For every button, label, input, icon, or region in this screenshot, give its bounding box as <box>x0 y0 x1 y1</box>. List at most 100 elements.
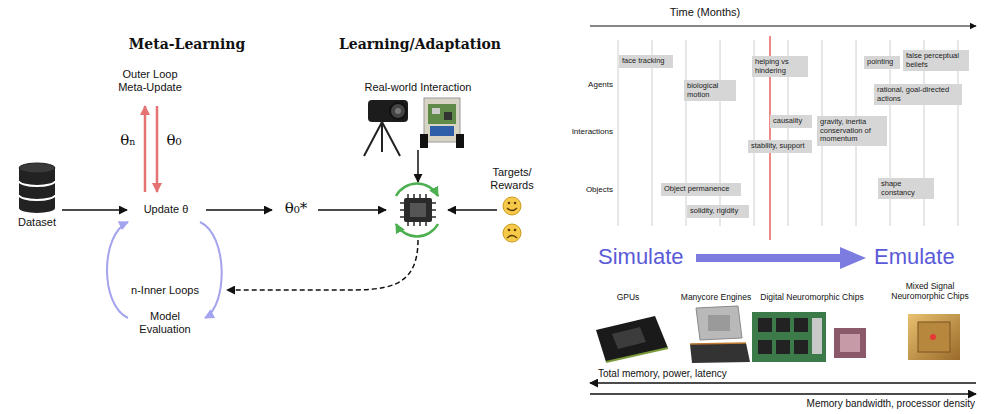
robot-icon <box>430 126 454 136</box>
reward-smiley <box>503 197 521 242</box>
database-icon <box>19 195 55 200</box>
chip-icon <box>404 198 432 222</box>
gpu-picture <box>596 316 668 362</box>
flow-arrow <box>417 150 419 182</box>
manycore-picture <box>690 343 750 363</box>
meta-update-arrow <box>145 106 157 192</box>
parameter-symbol: θ₀* <box>276 199 316 217</box>
month-gridline <box>618 40 619 226</box>
digital-neuromorphic-picture <box>776 340 790 354</box>
progression-arrow <box>696 247 866 269</box>
reward-smiley <box>503 224 521 242</box>
flow-arrow <box>448 209 497 211</box>
camera-icon <box>381 122 383 152</box>
digital-neuromorphic-picture <box>752 312 866 362</box>
milestone-text: rational, goal-directed actions <box>877 86 959 103</box>
database-icon <box>19 203 55 213</box>
database-icon <box>19 168 55 208</box>
manycore-picture <box>690 343 746 344</box>
digital-neuromorphic-picture <box>794 340 808 354</box>
camera-icon <box>364 100 408 156</box>
reward-smiley <box>507 236 517 239</box>
milestone-box: stability, support <box>748 140 812 153</box>
milestone-box: Object permanence <box>661 183 741 196</box>
reward-smiley <box>508 202 511 205</box>
camera-icon <box>395 108 401 114</box>
chip-icon <box>396 224 438 236</box>
milestone-box: solidity, rigidity <box>687 205 749 218</box>
milestone-text: pointing <box>867 58 897 67</box>
chip-icon <box>400 194 436 226</box>
flow-arrow <box>318 209 386 211</box>
milestone-text: Object permanence <box>664 185 738 194</box>
camera-icon <box>390 103 406 119</box>
reward-smiley <box>514 202 517 205</box>
row-label: Agents <box>557 80 613 90</box>
reward-smiley <box>507 208 517 211</box>
milestone-box: helping vs hindering <box>752 56 808 77</box>
chip-icon <box>396 184 438 237</box>
month-gridline <box>720 40 721 226</box>
database-icon <box>19 181 55 186</box>
robot-icon <box>420 98 464 148</box>
trend-arrow <box>590 393 976 395</box>
milestone-box: false perceptual beliefs <box>903 50 969 71</box>
milestone-text: helping vs hindering <box>755 58 805 75</box>
mixed-signal-picture <box>908 314 960 360</box>
chip-icon <box>410 203 426 217</box>
digital-neuromorphic-picture <box>794 318 808 332</box>
hardware-label: Manycore Engines <box>676 292 756 302</box>
digital-neuromorphic-picture <box>758 318 772 332</box>
loop-label: Outer Loop Meta-Update <box>108 68 192 94</box>
trend-label: Total memory, power, latency <box>598 368 798 380</box>
digital-neuromorphic-picture <box>834 328 866 358</box>
manycore-picture <box>690 306 750 363</box>
hardware-label: Mixed Signal Neuromorphic Chips <box>885 281 975 301</box>
flow-arrow <box>206 209 272 211</box>
parameter-symbol: θ₀ <box>162 131 186 149</box>
reward-smiley <box>514 229 517 232</box>
milestone-text: solidity, rigidity <box>690 207 746 216</box>
step-label: Update θ <box>128 203 204 216</box>
milestone-text: causality <box>773 117 809 126</box>
robot-icon <box>424 98 460 142</box>
reward-smiley <box>503 197 521 215</box>
mixed-signal-picture <box>930 334 936 340</box>
feedback-arrow <box>227 240 418 290</box>
section-title: Learning/Adaptation <box>335 36 505 53</box>
input-label: Targets/ Rewards <box>482 166 542 192</box>
milestone-text: gravity, inertia conservation of momentu… <box>820 118 884 144</box>
month-gridline <box>652 40 653 226</box>
milestone-text: face tracking <box>622 57 670 66</box>
dataset-label: Dataset <box>5 216 69 229</box>
milestone-box: shape constancy <box>878 178 934 199</box>
section-title: Meta-Learning <box>122 36 252 53</box>
robot-icon <box>432 108 440 114</box>
hardware-label: GPUs <box>603 292 653 302</box>
trend-arrow <box>590 382 976 384</box>
manycore-picture <box>696 306 742 340</box>
time-axis <box>590 25 976 26</box>
input-label: Real-world Interaction <box>343 81 493 94</box>
milestone-box: pointing <box>864 56 900 69</box>
camera-icon <box>368 100 408 122</box>
milestone-box: causality <box>770 115 812 128</box>
chip-icon <box>396 184 438 196</box>
gpu-picture <box>606 348 668 362</box>
digital-neuromorphic-picture <box>752 312 826 362</box>
milestone-box: face tracking <box>619 55 673 68</box>
database-icon <box>19 163 55 213</box>
milestone-text: false perceptual beliefs <box>906 52 966 69</box>
gpu-picture <box>596 316 668 362</box>
reward-smiley <box>508 229 511 232</box>
loop-label: n-Inner Loops <box>120 284 210 297</box>
digital-neuromorphic-picture <box>758 340 772 354</box>
inner-loop-arc <box>107 222 222 318</box>
flow-arrow <box>62 209 127 211</box>
meta-update-arrow <box>144 106 147 192</box>
robot-icon <box>428 104 456 124</box>
digital-neuromorphic-picture <box>812 318 822 354</box>
robot-icon <box>420 134 428 148</box>
milestone-box: rational, goal-directed actions <box>874 84 962 105</box>
